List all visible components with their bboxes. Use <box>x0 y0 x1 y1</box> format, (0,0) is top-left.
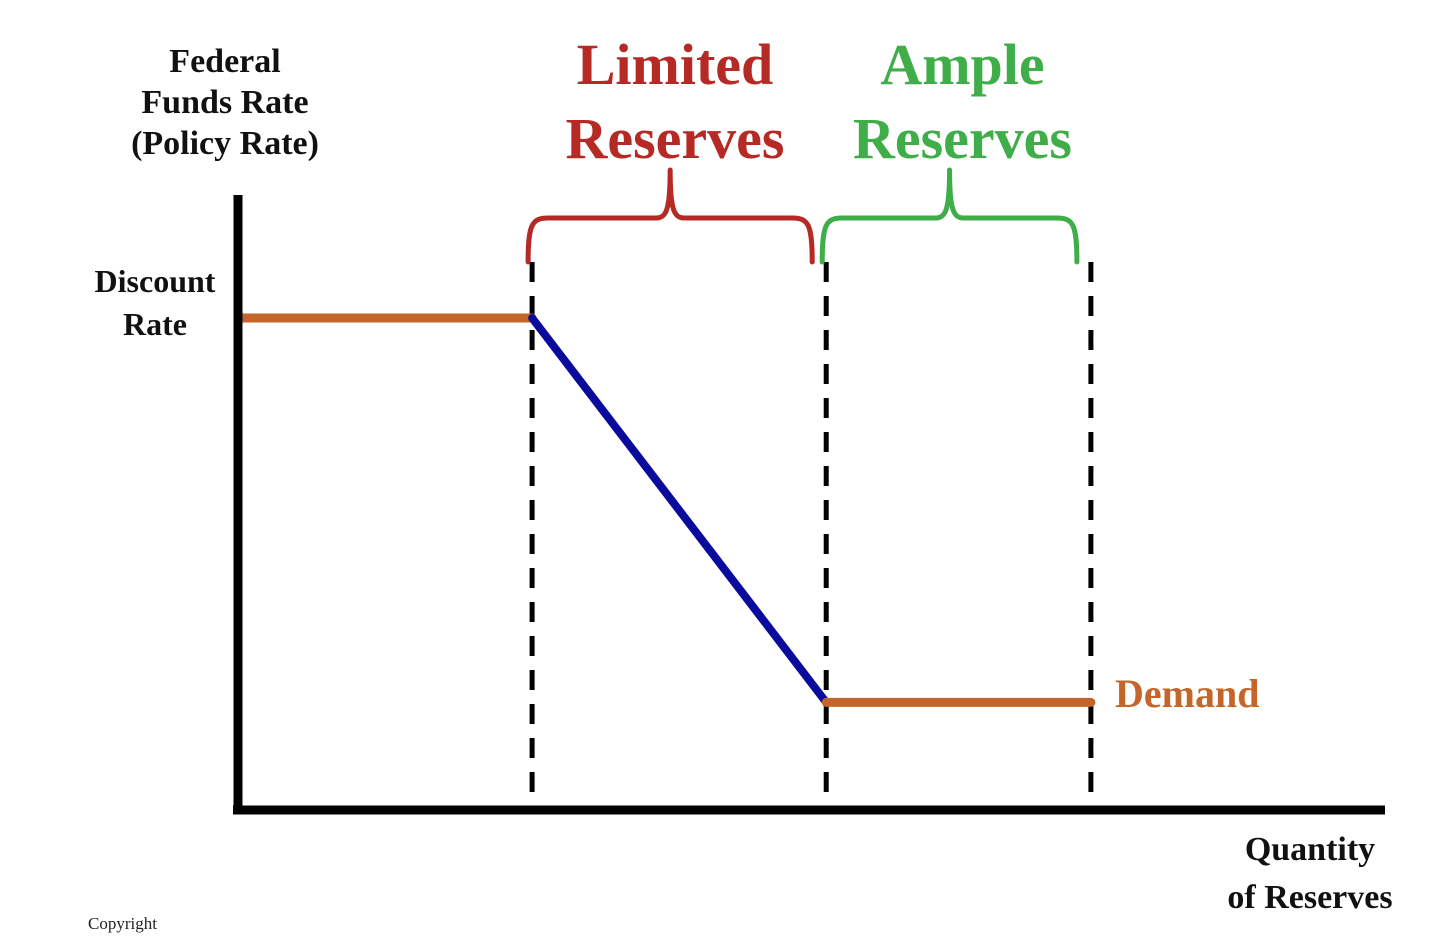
x-axis-label-line: of Reserves <box>1227 878 1393 916</box>
x-axis-label: Quantity of Reserves <box>1190 826 1430 921</box>
ample-reserves-label: Ample Reserves <box>820 28 1105 176</box>
discount-rate-tick-label: Discount Rate <box>80 260 230 346</box>
region-label-line: Ample <box>880 32 1045 97</box>
demand-series-label: Demand <box>1115 671 1260 716</box>
x-axis-label-line: Quantity <box>1244 831 1376 868</box>
y-axis-label-line: Federal <box>169 43 281 80</box>
region-braces <box>525 167 1080 265</box>
copyright-text: Copyright <box>88 914 157 933</box>
region-label-line: Limited <box>576 32 774 97</box>
limited-reserves-brace <box>525 167 815 265</box>
region-guides <box>529 262 1094 800</box>
limited-reserves-label: Limited Reserves <box>535 28 815 176</box>
y-axis-label-line: Funds Rate <box>141 83 309 121</box>
ample-reserves-brace <box>819 167 1080 265</box>
tick-label-line: Discount <box>94 263 216 299</box>
tick-label-line: Rate <box>123 306 187 343</box>
region-label-line: Reserves <box>852 106 1072 172</box>
region-label-line: Reserves <box>565 106 785 172</box>
demand-sloped-segment <box>528 314 831 707</box>
y-axis-label: Federal Funds Rate (Policy Rate) <box>95 42 355 164</box>
demand-curve <box>233 313 1096 707</box>
y-axis-label-line: (Policy Rate) <box>131 124 319 162</box>
